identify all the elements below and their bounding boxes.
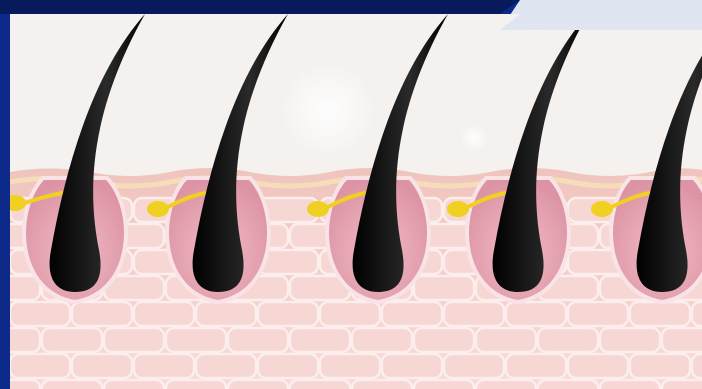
skin-cell bbox=[290, 380, 350, 389]
skin-cell bbox=[600, 380, 660, 389]
skin-cell bbox=[352, 380, 412, 389]
skin-cell bbox=[196, 354, 256, 378]
skin-cell bbox=[414, 276, 474, 300]
skin-cell bbox=[382, 354, 442, 378]
sebaceous-gland bbox=[591, 201, 613, 217]
skin-cell bbox=[72, 302, 132, 326]
skin-cell bbox=[662, 380, 702, 389]
frame-dark-band bbox=[0, 0, 520, 14]
skin-cell bbox=[134, 302, 194, 326]
skin-cell bbox=[630, 302, 690, 326]
skin-cell bbox=[72, 354, 132, 378]
skin-cell bbox=[538, 328, 598, 352]
skin-cell bbox=[104, 328, 164, 352]
skin-cell bbox=[692, 354, 702, 378]
skin-cell bbox=[444, 354, 504, 378]
skin-cell bbox=[320, 354, 380, 378]
sebaceous-gland bbox=[307, 201, 329, 217]
skin-cell bbox=[104, 380, 164, 389]
skin-cell bbox=[382, 302, 442, 326]
skin-cell bbox=[600, 328, 660, 352]
bubble bbox=[280, 62, 376, 158]
skin-cell bbox=[258, 354, 318, 378]
skin-cell bbox=[506, 302, 566, 326]
skin-cell bbox=[692, 302, 702, 326]
skin-cell bbox=[196, 302, 256, 326]
skin-cell bbox=[10, 354, 70, 378]
skin-cell bbox=[166, 328, 226, 352]
skin-cell bbox=[506, 354, 566, 378]
skin-cell bbox=[630, 354, 690, 378]
skin-cell bbox=[444, 302, 504, 326]
skin-cell bbox=[228, 328, 288, 352]
frame-corner-accent bbox=[500, 0, 702, 30]
skin-cell bbox=[476, 380, 536, 389]
sebaceous-gland bbox=[147, 201, 169, 217]
skin-cell bbox=[476, 328, 536, 352]
skin-cell bbox=[320, 302, 380, 326]
skin-cell bbox=[568, 354, 628, 378]
skin-cell bbox=[10, 302, 70, 326]
skin-cell bbox=[662, 328, 702, 352]
skin-cell bbox=[568, 302, 628, 326]
skin-cell bbox=[228, 380, 288, 389]
sebaceous-gland bbox=[447, 201, 469, 217]
skin-cell bbox=[166, 380, 226, 389]
skin-cell bbox=[134, 354, 194, 378]
skin-cell bbox=[258, 302, 318, 326]
skin-cell bbox=[414, 380, 474, 389]
skin-cell bbox=[42, 328, 102, 352]
skin-cell bbox=[290, 328, 350, 352]
skin-cell bbox=[414, 328, 474, 352]
skin-cell bbox=[538, 380, 598, 389]
bubble bbox=[460, 124, 488, 152]
skin-cell bbox=[352, 328, 412, 352]
skin-cell bbox=[42, 380, 102, 389]
